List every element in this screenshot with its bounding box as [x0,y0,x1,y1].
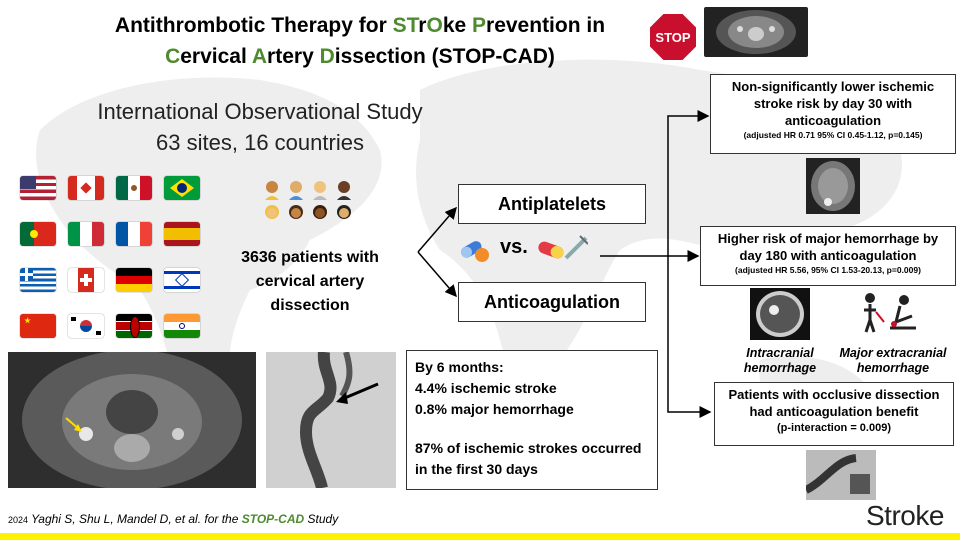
six-month-hemorrhage: 0.8% major hemorrhage [415,401,574,417]
person-icon [310,204,330,224]
flag-france-icon [116,222,152,246]
flag-canada-icon [68,176,104,200]
study-description: International Observational Study 63 sit… [60,96,460,158]
study-sites: 63 sites, 16 countries [156,130,364,155]
person-icon [286,204,306,224]
six-month-ischemic: 4.4% ischemic stroke [415,380,557,396]
person-icon [262,204,282,224]
footer-bar [0,533,960,540]
person-icon [334,180,354,200]
stop-sign-icon: STOP [648,12,698,62]
six-month-outcomes: By 6 months: 4.4% ischemic stroke 0.8% m… [406,350,658,490]
person-icon [262,180,282,200]
pills-icon [460,241,489,262]
flag-china-icon [20,314,56,338]
caption-intracranial: Intracranial hemorrhage [743,346,817,375]
angiogram-image [266,352,396,488]
title-line-2: Cervical Artery Dissection (STOP-CAD) [165,45,555,68]
brain-ct-thumbnail [750,288,810,340]
flag-germany-icon [116,268,152,292]
stop-sign-text: STOP [655,30,690,45]
title-line-1: Antithrombotic Therapy for STrOke Preven… [114,14,606,37]
flag-spain-icon [164,222,200,246]
caption-extracranial: Major extracranial hemorrhage [839,346,947,375]
anticoagulation-box: Anticoagulation [458,282,646,322]
six-month-early-strokes: 87% of ischemic strokes occurred in the … [415,440,642,477]
six-month-heading: By 6 months: [415,359,504,375]
patients-people-icon [262,180,362,226]
page-title: Antithrombotic Therapy for STrOke Preven… [60,10,660,72]
antiplatelets-box: Antiplatelets [458,184,646,224]
country-flags [20,176,210,338]
flag-switzerland-icon [68,268,104,292]
injury-person-icon [864,293,916,333]
flag-greece-icon [20,268,56,292]
result-main: Non-significantly lower ischemic stroke … [731,79,935,128]
citation: 2024 Yaghi S, Shu L, Mandel D, et al. fo… [8,512,339,526]
result-stats: (adjusted HR 5.56, 95% CI 1.53-20.13, p=… [735,265,921,275]
journal-logo: Stroke [866,500,944,531]
patients-count: 3636 patients with cervical artery disse… [241,249,379,314]
flag-israel-icon [164,268,200,292]
person-icon [310,180,330,200]
result-stats: (adjusted HR 0.71 95% CI 0.45-1.12, p=0.… [743,130,923,140]
result-stats: (p-interaction = 0.009) [776,422,891,434]
result-main: Higher risk of major hemorrhage by day 1… [717,231,939,263]
flag-india-icon [164,314,200,338]
flag-portugal-icon [20,222,56,246]
result-ischemic-stroke: Non-significantly lower ischemic stroke … [710,74,956,154]
flag-italy-icon [68,222,104,246]
vessel-occlusion-thumbnail [806,450,876,500]
brain-mri-thumbnail [806,158,860,214]
flag-kenya-icon [116,314,152,338]
flag-mexico-icon [116,176,152,200]
flag-south-korea-icon [68,314,104,338]
result-major-hemorrhage: Higher risk of major hemorrhage by day 1… [700,226,956,286]
versus-label: vs. [500,236,528,258]
neck-ct-thumbnail [704,7,808,57]
neck-mri-image [8,352,256,488]
person-icon [286,180,306,200]
person-icon [334,204,354,224]
result-occlusive-dissection: Patients with occlusive dissection had a… [714,382,954,446]
flag-brazil-icon [164,176,200,200]
result-main: Patients with occlusive dissection had a… [728,387,940,419]
flag-usa-icon [20,176,56,200]
pill-syringe-icon [538,235,588,260]
study-type: International Observational Study [97,99,423,124]
